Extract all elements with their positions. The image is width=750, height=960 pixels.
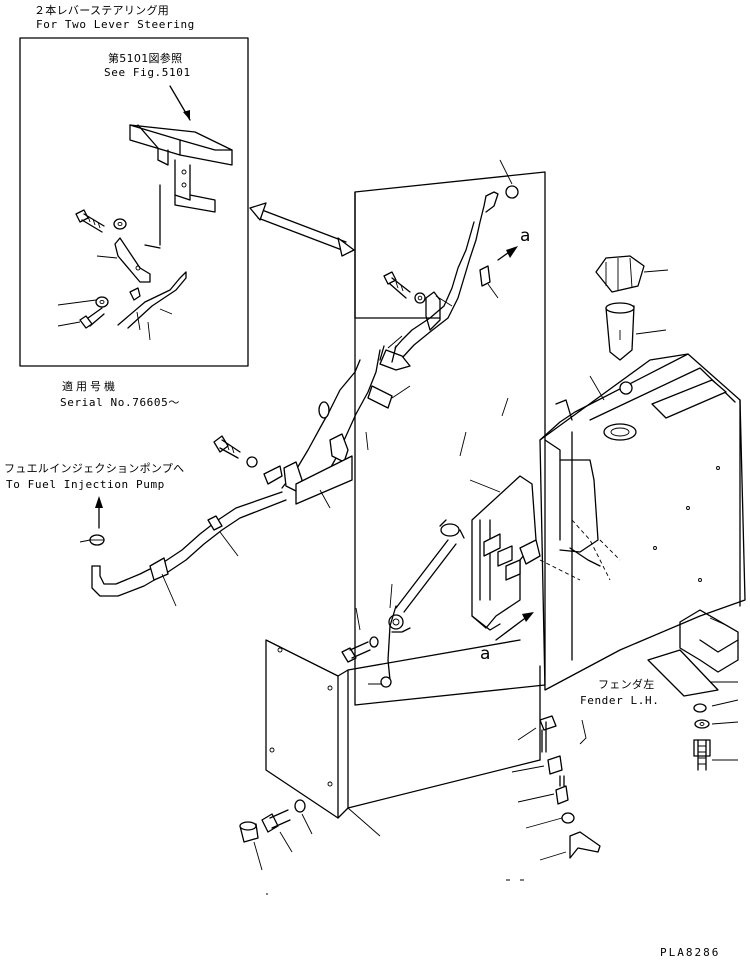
two-lever-label-jp: ２本レバーステアリング用 — [34, 4, 170, 17]
serial-label-jp: 適用号機 — [62, 380, 118, 393]
see-fig-label-jp: 第5101図参照 — [108, 52, 183, 65]
figure-code: PLA8286 — [660, 946, 721, 959]
fuel-pump-label-jp: フュエルインジェクションポンプへ — [4, 462, 185, 475]
fuel-hose-middle — [281, 345, 411, 495]
see-fig-label-en: See Fig.5101 — [104, 66, 191, 79]
callout-leaders — [79, 159, 739, 871]
ref-a-bottom: a — [480, 644, 491, 664]
lever-rod — [380, 519, 465, 688]
fender-label-jp: フェンダ左 — [598, 678, 655, 691]
inset-frame — [19, 37, 249, 367]
two-lever-label-en: For Two Lever Steering — [36, 18, 195, 31]
fuel-pump-label-en: To Fuel Injection Pump — [6, 478, 165, 491]
fuel-pipe-upper — [394, 185, 519, 359]
ref-a-top: a — [520, 226, 531, 246]
fuel-cap — [595, 255, 645, 361]
tank-side-bracket — [471, 475, 541, 631]
inset-bracket-assembly — [75, 124, 233, 329]
bottom-fasteners — [239, 799, 306, 843]
fender-panel — [265, 639, 541, 819]
fuel-pipe-lower — [91, 491, 287, 597]
fuel-tank — [539, 353, 746, 697]
serial-label-en: Serial No.76605～ — [60, 396, 180, 409]
double-arrow — [249, 202, 355, 257]
drain-fittings — [539, 715, 601, 859]
fender-label-en: Fender L.H. — [580, 694, 660, 707]
